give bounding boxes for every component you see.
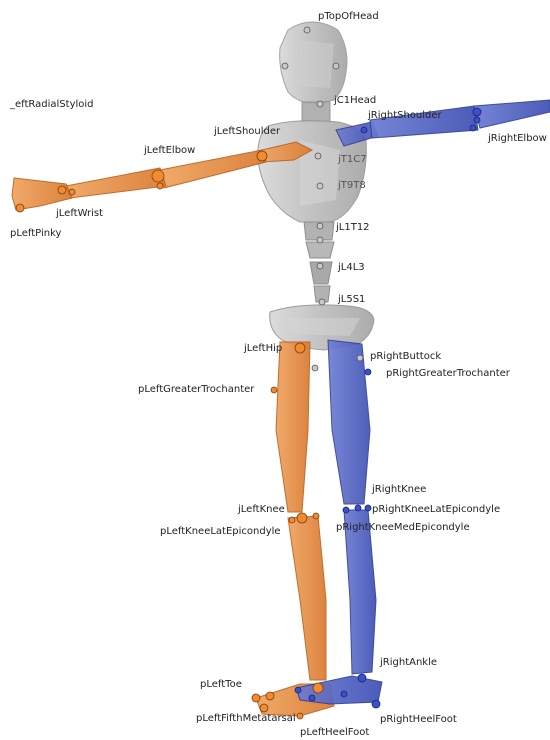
- label-l4l3: jL4L3: [338, 262, 365, 273]
- marker-l4l3: [317, 263, 323, 269]
- marker-left-heel: [313, 683, 323, 693]
- marker-left-greater-trochanter: [271, 387, 277, 393]
- marker-pelvis-left: [312, 365, 318, 371]
- marker-left-foot-a: [266, 692, 274, 700]
- marker-left-toe: [252, 694, 260, 702]
- marker-right-ankle: [358, 674, 366, 682]
- marker-right-foot-b: [341, 691, 347, 697]
- label-t1c7: jT1C7: [338, 154, 367, 165]
- label-left-wrist: jLeftWrist: [56, 208, 103, 219]
- marker-top-of-head: [304, 27, 310, 33]
- marker-left-pinky: [16, 204, 24, 212]
- label-right-greater-trochanter: pRightGreaterTrochanter: [386, 368, 510, 379]
- marker-right-elbow-c: [470, 125, 476, 131]
- marker-right-greater-trochanter: [365, 369, 371, 375]
- label-l1t12: jL1T12: [336, 222, 370, 233]
- marker-right-elbow-b: [474, 117, 480, 123]
- label-left-elbow: jLeftElbow: [144, 145, 195, 156]
- label-left-heel-foot: pLeftHeelFoot: [300, 727, 369, 738]
- label-right-heel-foot: pRightHeelFoot: [380, 714, 457, 725]
- label-left-radial-styloid: _eftRadialStyloid: [10, 99, 94, 110]
- marker-head-right: [333, 63, 339, 69]
- marker-left-wrist-b: [69, 189, 75, 195]
- label-left-hip: jLeftHip: [244, 343, 282, 354]
- label-left-pinky: pLeftPinky: [10, 228, 61, 239]
- marker-left-elbow-b: [157, 183, 163, 189]
- label-left-shoulder: jLeftShoulder: [214, 126, 280, 137]
- label-left-greater-trochanter: pLeftGreaterTrochanter: [138, 384, 254, 395]
- marker-left-fifth-metatarsal: [260, 704, 268, 712]
- marker-buttock: [357, 355, 363, 361]
- label-left-fifth-metatarsal: pLeftFifthMetatarsal: [196, 713, 296, 724]
- marker-right-foot-a: [309, 695, 315, 701]
- label-right-elbow: jRightElbow: [488, 133, 547, 144]
- marker-left-elbow: [152, 170, 164, 182]
- marker-right-knee-med: [343, 507, 349, 513]
- marker-right-knee: [355, 505, 361, 511]
- label-top-of-head: pTopOfHead: [318, 11, 379, 22]
- marker-left-knee: [297, 513, 307, 523]
- marker-left-hip: [295, 343, 305, 353]
- label-left-toe: pLeftToe: [200, 679, 242, 690]
- marker-right-knee-lat: [365, 505, 371, 511]
- marker-l1t12-b: [317, 237, 323, 243]
- marker-left-foot-b: [297, 713, 303, 719]
- marker-right-heel: [372, 700, 380, 708]
- marker-right-shoulder: [361, 127, 367, 133]
- marker-right-elbow: [473, 108, 481, 116]
- label-c1-head: jC1Head: [334, 95, 376, 106]
- marker-left-knee-med: [313, 513, 319, 519]
- label-right-ankle: jRightAnkle: [380, 657, 437, 668]
- marker-left-knee-lat: [289, 517, 295, 523]
- marker-head-left: [282, 63, 288, 69]
- label-right-buttock: pRightButtock: [370, 351, 441, 362]
- label-left-knee: jLeftKnee: [238, 504, 285, 515]
- label-right-shoulder: jRightShoulder: [368, 110, 442, 121]
- head-segment: [280, 22, 347, 122]
- marker-t1c7: [315, 153, 321, 159]
- label-right-knee-lat-epicondyle: pRightKneeLatEpicondyle: [372, 504, 500, 515]
- label-t9t8: jT9T8: [338, 180, 366, 191]
- marker-c1-head: [317, 101, 323, 107]
- marker-left-wrist: [58, 186, 66, 194]
- marker-t9t8: [317, 183, 323, 189]
- marker-l5s1: [319, 299, 325, 305]
- label-right-knee: jRightKnee: [372, 484, 426, 495]
- label-left-knee-lat-epicondyle: pLeftKneeLatEpicondyle: [160, 526, 281, 537]
- marker-l1t12: [317, 223, 323, 229]
- marker-right-toe: [295, 687, 301, 693]
- label-l5s1: jL5S1: [338, 294, 365, 305]
- label-right-knee-med-epicondyle: pRightKneeMedEpicondyle: [336, 522, 470, 533]
- marker-left-shoulder: [257, 151, 267, 161]
